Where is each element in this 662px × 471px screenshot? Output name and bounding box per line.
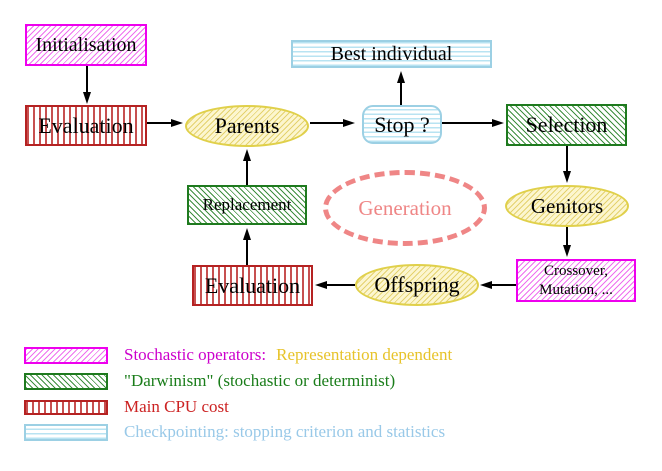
generation-label: Generation [358,195,452,220]
node-best-individual-label: Best individual [330,42,453,65]
legend-row-main-cpu-cost: Main CPU cost [24,396,229,418]
node-selection-label: Selection [525,112,608,137]
legend-swatch-red-lines [24,399,108,415]
legend-row-stochastic-operators: Stochastic operators: Representation dep… [24,344,452,366]
node-parents: Parents [185,105,309,147]
legend-label-main-cpu-cost: Main CPU cost [124,397,229,416]
node-selection: Selection [506,104,627,146]
node-evaluation-bottom-label: Evaluation [204,272,301,298]
node-genitors: Genitors [505,185,629,227]
node-parents-label: Parents [214,113,280,138]
legend-label-checkpointing: Checkpointing: stopping criterion and st… [124,422,446,441]
legend-row-checkpointing: Checkpointing: stopping criterion and st… [24,421,445,443]
node-offspring-label: Offspring [374,272,460,297]
node-initialisation-label: Initialisation [35,33,137,56]
node-genitors-label: Genitors [530,193,604,218]
node-replacement: Replacement [187,185,307,225]
legend-row-darwinism: "Darwinism" (stochastic or determinist) [24,370,395,392]
node-crossover-label: Crossover, [544,262,608,279]
node-evaluation-bottom: Evaluation [192,265,313,306]
node-initialisation: Initialisation [25,24,147,66]
node-replacement-label: Replacement [202,195,292,214]
node-evaluation-top: Evaluation [25,105,147,146]
node-offspring: Offspring [355,264,479,306]
legend-swatch-green-hatch [24,372,108,390]
legend-swatch-magenta-hatch [24,346,108,364]
node-stop: Stop ? [362,105,442,144]
node-mutation-label: Mutation, ... [539,281,613,298]
generation-loop-ellipse: Generation [323,170,487,246]
legend-swatch-cyan-lines [24,423,108,441]
legend-label-representation-dependent: Representation dependent [276,345,453,364]
legend-label-darwinism: "Darwinism" (stochastic or determinist) [124,371,396,390]
legend-label-stochastic-operators: Stochastic operators: [124,345,267,364]
node-evaluation-top-label: Evaluation [38,112,134,138]
node-stop-label: Stop ? [374,111,430,137]
node-crossover-mutation: Crossover, Mutation, ... [516,259,636,302]
node-best-individual: Best individual [291,40,492,68]
